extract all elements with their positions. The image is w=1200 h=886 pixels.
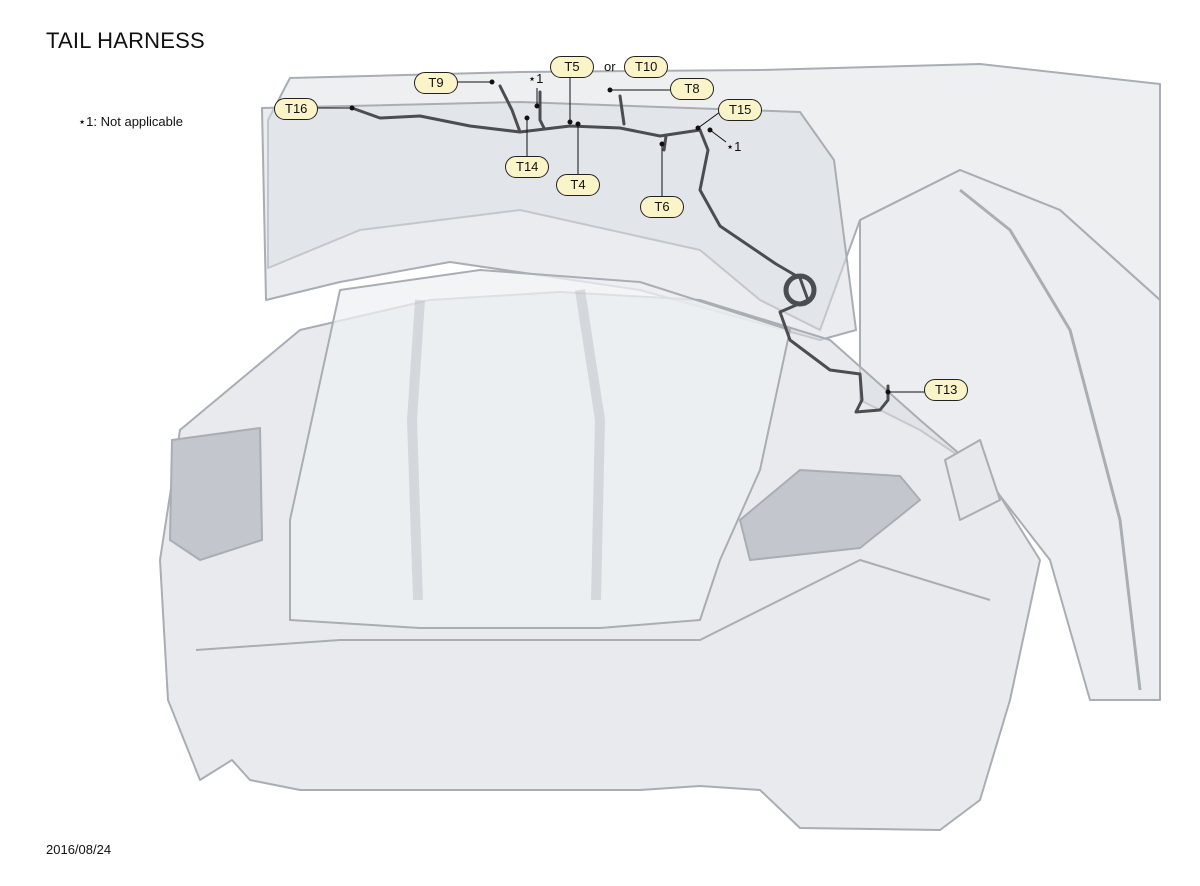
connector-t13-label: T13 <box>924 379 969 401</box>
bumper-line <box>195 559 991 651</box>
trunk-hinge-left <box>407 299 425 601</box>
harness-coil <box>783 273 817 307</box>
note-separator: : <box>93 114 97 129</box>
legend-note: ⋆1: Not applicable <box>78 114 183 130</box>
rear-door-edge <box>959 188 1142 691</box>
harness-run-down <box>698 128 890 414</box>
connector-t16-label: T16 <box>274 98 319 120</box>
page-title: TAIL HARNESS <box>46 28 205 53</box>
not-applicable-marker-right: ⋆1 <box>726 139 742 154</box>
harness-branch-t5 <box>538 90 546 130</box>
not-applicable-marker-top: ⋆1 <box>528 71 544 86</box>
harness-branch-t8 <box>618 94 626 126</box>
trunk-hinge-right <box>575 289 605 601</box>
car-body <box>159 63 1161 831</box>
connector-t10-label: T10 <box>624 56 669 78</box>
connector-t5-label: T5 <box>550 56 594 78</box>
connector-t14-label: T14 <box>505 156 550 178</box>
connector-t8-label: T8 <box>670 78 714 100</box>
connector-t6-label: T6 <box>640 196 684 218</box>
fuel-door <box>944 439 1001 521</box>
leader-t15 <box>697 111 721 129</box>
leader-star-right <box>709 129 727 143</box>
leader-lines <box>318 78 926 395</box>
harness-branch-t9 <box>498 84 522 134</box>
connector-t15-label: T15 <box>718 99 763 121</box>
left-tail-lamp <box>169 427 263 561</box>
document-date: 2016/08/24 <box>46 842 112 857</box>
connector-t9-label: T9 <box>414 72 458 94</box>
note-symbol: ⋆1 <box>78 114 94 129</box>
trunk-opening <box>289 269 791 629</box>
tail-harness <box>350 84 890 414</box>
right-tail-lamp <box>739 469 921 561</box>
connector-t4-label: T4 <box>556 174 600 196</box>
harness-branch-t6 <box>662 134 668 152</box>
or-text: or <box>604 59 616 74</box>
note-text: Not applicable <box>100 114 184 129</box>
